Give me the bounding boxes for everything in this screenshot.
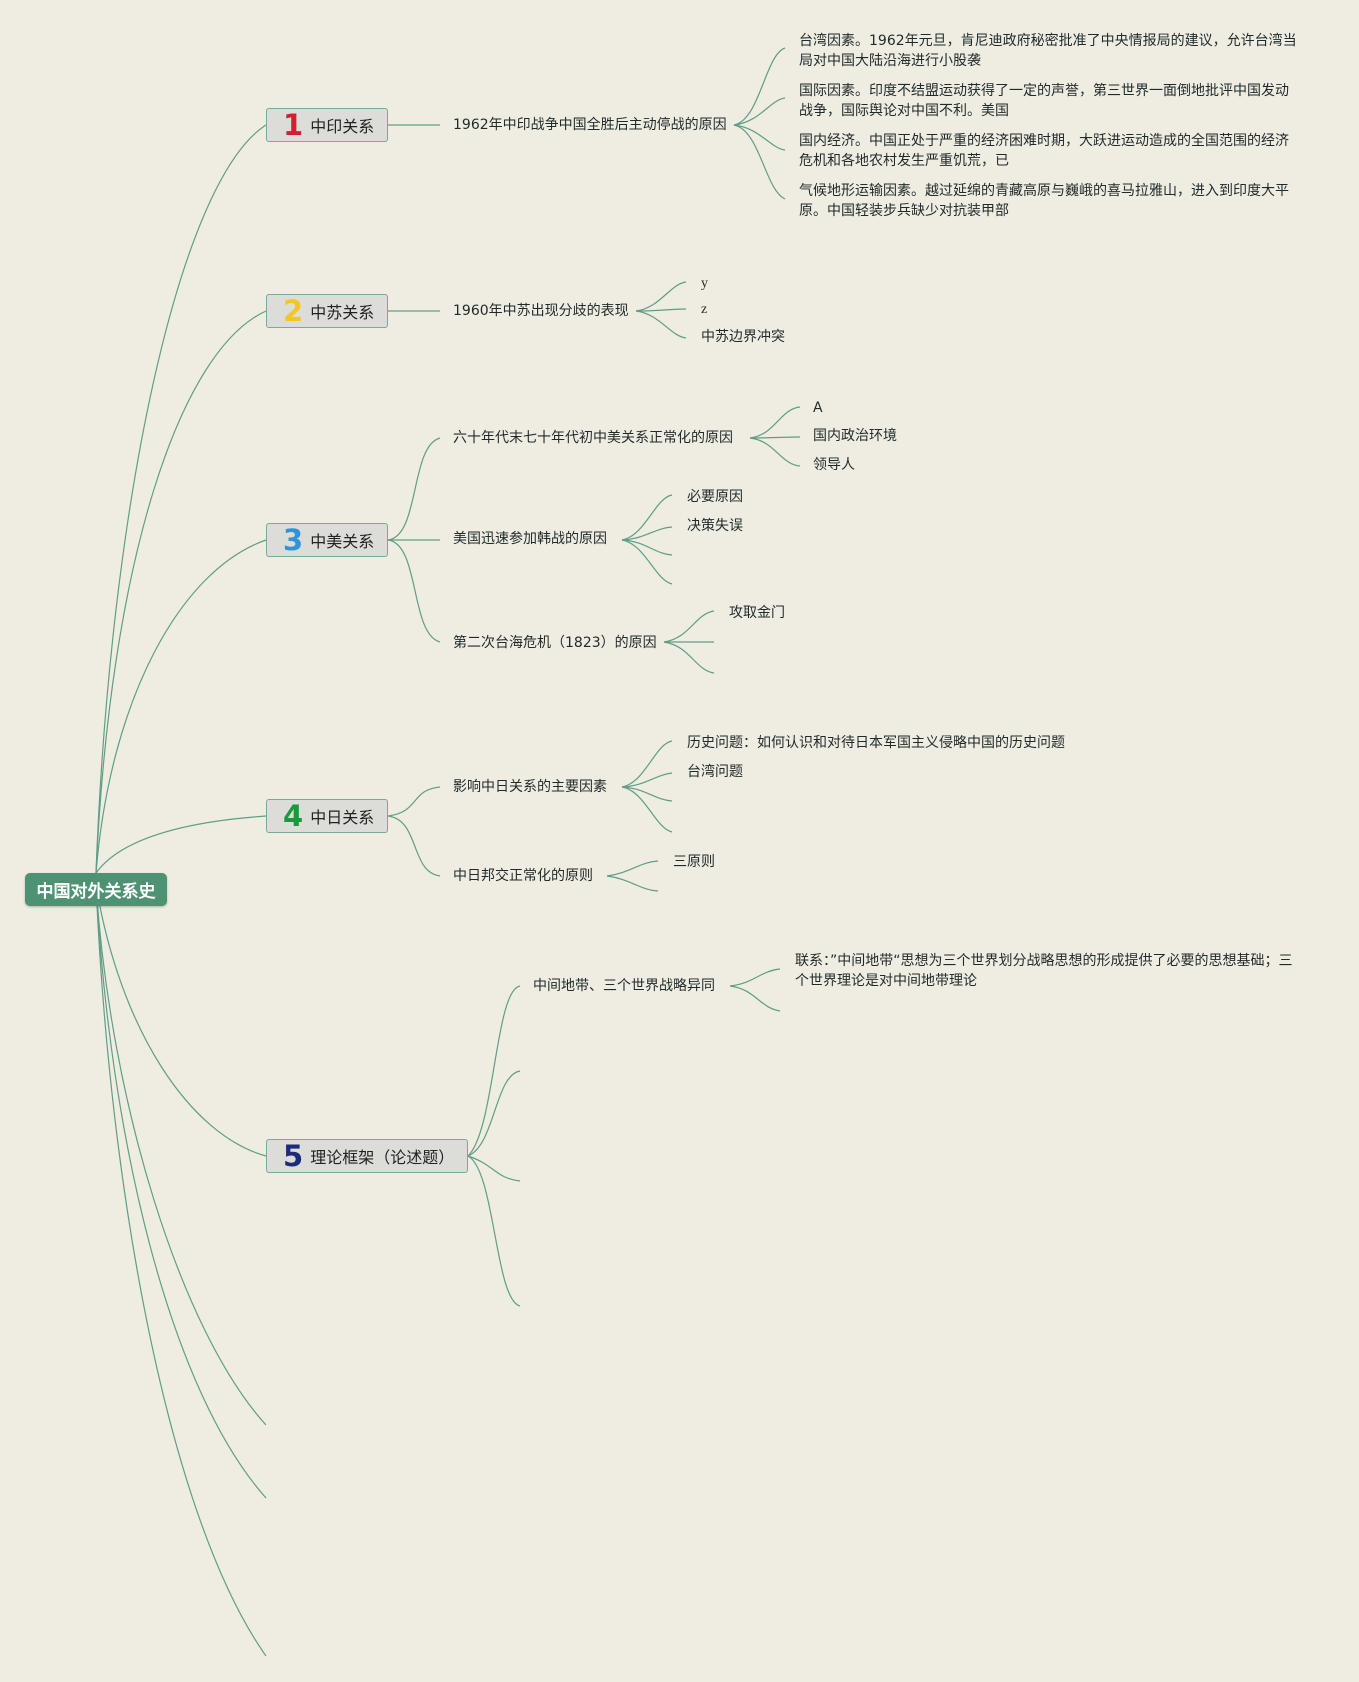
branch-label: 中苏关系 <box>310 303 375 322</box>
connector <box>749 437 801 467</box>
topic-label[interactable]: 第二次台海危机（1823）的原因 <box>453 635 657 651</box>
connector <box>467 985 521 1157</box>
connector <box>387 539 441 643</box>
detail-text[interactable]: 三原则 <box>673 854 715 870</box>
topic-label[interactable]: 1960年中苏出现分歧的表现 <box>453 303 629 319</box>
branch-label: 中印关系 <box>310 117 375 136</box>
connector <box>663 641 715 674</box>
connector <box>749 406 801 439</box>
topic-label[interactable]: 影响中日关系的主要因素 <box>453 779 607 795</box>
connector <box>749 436 801 439</box>
detail-text[interactable]: 决策失误 <box>687 518 743 534</box>
detail-text[interactable]: z <box>701 302 708 317</box>
connector <box>621 539 673 556</box>
connector <box>663 610 715 643</box>
number-2-icon: 2 <box>283 293 304 328</box>
connector <box>621 494 673 541</box>
connector <box>467 1155 521 1307</box>
connector <box>387 815 441 877</box>
topic-label[interactable]: 中间地带、三个世界战略异同 <box>533 978 715 994</box>
connector <box>95 884 267 1657</box>
connector <box>635 308 687 312</box>
connector <box>733 124 786 151</box>
connector <box>729 968 781 987</box>
connector <box>95 884 267 1157</box>
root-topic[interactable]: 中国对外关系史 <box>25 873 167 906</box>
number-4-icon: 4 <box>283 798 304 833</box>
connector <box>621 786 673 802</box>
detail-text[interactable]: 领导人 <box>813 457 855 473</box>
connector <box>733 124 786 200</box>
topic-label[interactable]: 中日邦交正常化的原则 <box>453 868 593 884</box>
topic-label[interactable]: 六十年代末七十年代初中美关系正常化的原因 <box>453 430 733 446</box>
branch-label: 理论框架（论述题） <box>310 1148 455 1167</box>
detail-text[interactable]: 台湾因素。1962年元旦，肯尼迪政府秘密批准了中央情报局的建议，允许台湾当局对中… <box>799 33 1297 69</box>
branch-label: 中美关系 <box>310 532 375 551</box>
connector <box>621 786 673 833</box>
connector <box>621 526 673 541</box>
branch-label: 中日关系 <box>310 808 375 827</box>
detail-text[interactable]: 历史问题：如何认识和对待日本军国主义侵略中国的历史问题 <box>687 735 1065 751</box>
detail-text[interactable]: y <box>701 276 708 291</box>
connector <box>387 786 441 817</box>
number-3-icon: 3 <box>283 522 304 557</box>
detail-text[interactable]: 必要原因 <box>687 489 743 505</box>
branch-china-japan[interactable]: 4 中日关系 <box>266 799 388 833</box>
detail-text[interactable]: 攻取金门 <box>729 605 785 621</box>
number-5-icon: 5 <box>283 1138 304 1173</box>
detail-text[interactable]: 联系：”中间地带“思想为三个世界划分战略思想的形成提供了必要的思想基础；三个世界… <box>795 953 1293 989</box>
connector <box>635 281 687 312</box>
connector <box>467 1155 521 1182</box>
branch-china-us[interactable]: 3 中美关系 <box>266 523 388 557</box>
connector <box>387 437 441 541</box>
connector <box>95 884 267 1426</box>
connector <box>621 740 673 788</box>
topic-label[interactable]: 美国迅速参加韩战的原因 <box>453 531 607 547</box>
connector <box>606 875 659 892</box>
connector <box>95 815 267 874</box>
detail-text[interactable]: A <box>813 400 823 416</box>
detail-text[interactable]: 中苏边界冲突 <box>701 329 785 345</box>
connector <box>729 985 781 1012</box>
connector <box>621 772 673 788</box>
connector <box>95 884 267 1499</box>
connector <box>95 124 267 874</box>
connector <box>467 1070 521 1157</box>
connector <box>95 310 267 874</box>
branch-theory-framework[interactable]: 5 理论框架（论述题） <box>266 1139 468 1173</box>
connector <box>733 47 786 126</box>
connector <box>621 539 673 585</box>
detail-text[interactable]: 国内政治环境 <box>813 428 897 444</box>
branch-china-soviet[interactable]: 2 中苏关系 <box>266 294 388 328</box>
branch-china-india[interactable]: 1 中印关系 <box>266 108 388 142</box>
connector <box>733 97 786 126</box>
connector <box>95 539 267 874</box>
connector <box>606 860 659 877</box>
detail-text[interactable]: 国际因素。印度不结盟运动获得了一定的声誉，第三世界一面倒地批评中国发动战争，国际… <box>799 83 1289 119</box>
number-1-icon: 1 <box>283 107 304 142</box>
connector <box>635 310 687 339</box>
detail-text[interactable]: 国内经济。中国正处于严重的经济困难时期，大跃进运动造成的全国范围的经济危机和各地… <box>799 133 1289 169</box>
topic-label[interactable]: 1962年中印战争中国全胜后主动停战的原因 <box>453 117 727 133</box>
detail-text[interactable]: 台湾问题 <box>687 764 743 780</box>
detail-text[interactable]: 气候地形运输因素。越过延绵的青藏高原与巍峨的喜马拉雅山，进入到印度大平原。中国轻… <box>799 183 1289 219</box>
